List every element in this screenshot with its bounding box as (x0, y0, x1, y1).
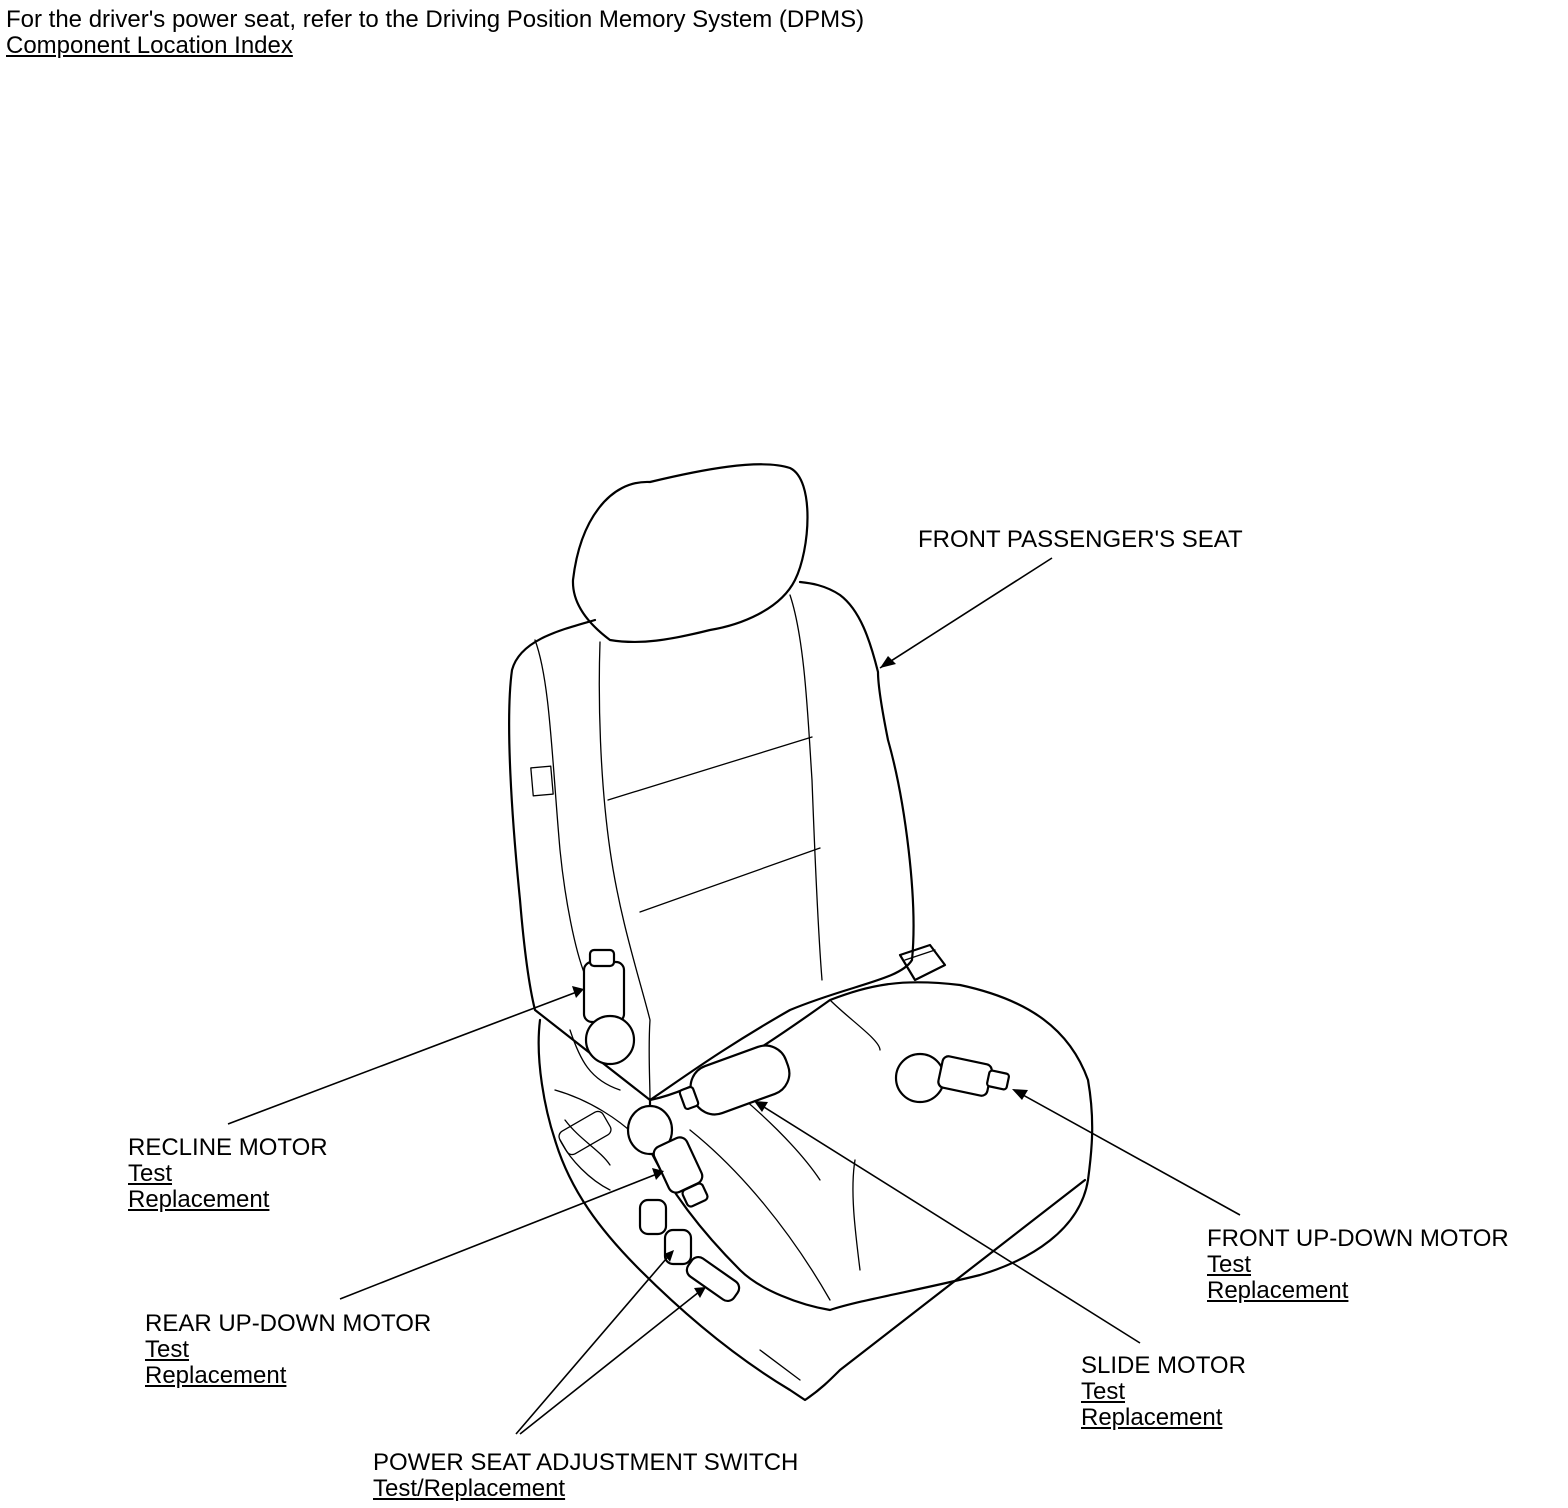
seat-back-panel (598, 641, 651, 1101)
recline-motor-replacement-link[interactable]: Replacement (128, 1186, 270, 1213)
callout-front-passengers-seat: FRONT PASSENGER'S SEAT (918, 527, 1243, 553)
recline-motor-shape (582, 948, 636, 1066)
front-up-down-motor-shape (894, 1052, 1010, 1104)
callout-power-seat-adjustment-switch: POWER SEAT ADJUSTMENT SWITCH Test/Replac… (373, 1450, 798, 1502)
front-up-down-motor-label: FRONT UP-DOWN MOTOR (1207, 1225, 1509, 1252)
slide-motor-shape (678, 1044, 791, 1116)
front-up-down-motor-test-link[interactable]: Test (1207, 1251, 1252, 1278)
seatbelt-buckle (898, 943, 947, 982)
seat-cushion-inner (689, 999, 881, 1301)
seat-cushion (648, 981, 1094, 1312)
rear-up-down-motor-test-link[interactable]: Test (145, 1336, 190, 1363)
seat-back-panel-right (789, 594, 823, 981)
callout-recline-motor: RECLINE MOTOR Test Replacement (128, 1135, 328, 1213)
seat-back-side-bolster (534, 639, 586, 976)
seat-back (508, 580, 915, 1102)
headrest (571, 463, 809, 644)
rear-up-down-motor-replacement-link[interactable]: Replacement (145, 1362, 287, 1389)
leader-lines (227, 557, 1241, 1435)
slide-motor-replacement-link[interactable]: Replacement (1081, 1404, 1223, 1431)
seat-base (537, 1018, 1087, 1402)
side-slot (558, 1110, 612, 1156)
slide-motor-test-link[interactable]: Test (1081, 1378, 1126, 1405)
header-note-text: For the driver's power seat, refer to th… (6, 6, 865, 33)
switch-knob-2 (638, 1198, 668, 1236)
callout-rear-up-down-motor: REAR UP-DOWN MOTOR Test Replacement (145, 1311, 431, 1389)
header-note: For the driver's power seat, refer to th… (6, 7, 864, 59)
rear-up-down-motor-shape (626, 1104, 709, 1208)
seat-tag (530, 765, 554, 797)
front-passengers-seat-label: FRONT PASSENGER'S SEAT (918, 526, 1243, 553)
recline-motor-label: RECLINE MOTOR (128, 1134, 328, 1161)
slide-motor-label: SLIDE MOTOR (1081, 1352, 1246, 1379)
recline-motor-test-link[interactable]: Test (128, 1160, 173, 1187)
front-up-down-motor-replacement-link[interactable]: Replacement (1207, 1277, 1349, 1304)
callout-front-up-down-motor: FRONT UP-DOWN MOTOR Test Replacement (1207, 1226, 1509, 1304)
power-seat-switch-test-replacement-link[interactable]: Test/Replacement (373, 1475, 566, 1502)
seat-cushion-seam (852, 1159, 861, 1271)
switch-knob-long (685, 1255, 741, 1303)
rear-up-down-motor-label: REAR UP-DOWN MOTOR (145, 1310, 432, 1337)
component-location-index-link[interactable]: Component Location Index (6, 32, 293, 59)
callout-slide-motor: SLIDE MOTOR Test Replacement (1081, 1353, 1246, 1431)
power-seat-switch-label: POWER SEAT ADJUSTMENT SWITCH (373, 1449, 799, 1476)
seat-back-seam-1 (607, 736, 813, 801)
seat-back-seam-2 (639, 847, 821, 913)
